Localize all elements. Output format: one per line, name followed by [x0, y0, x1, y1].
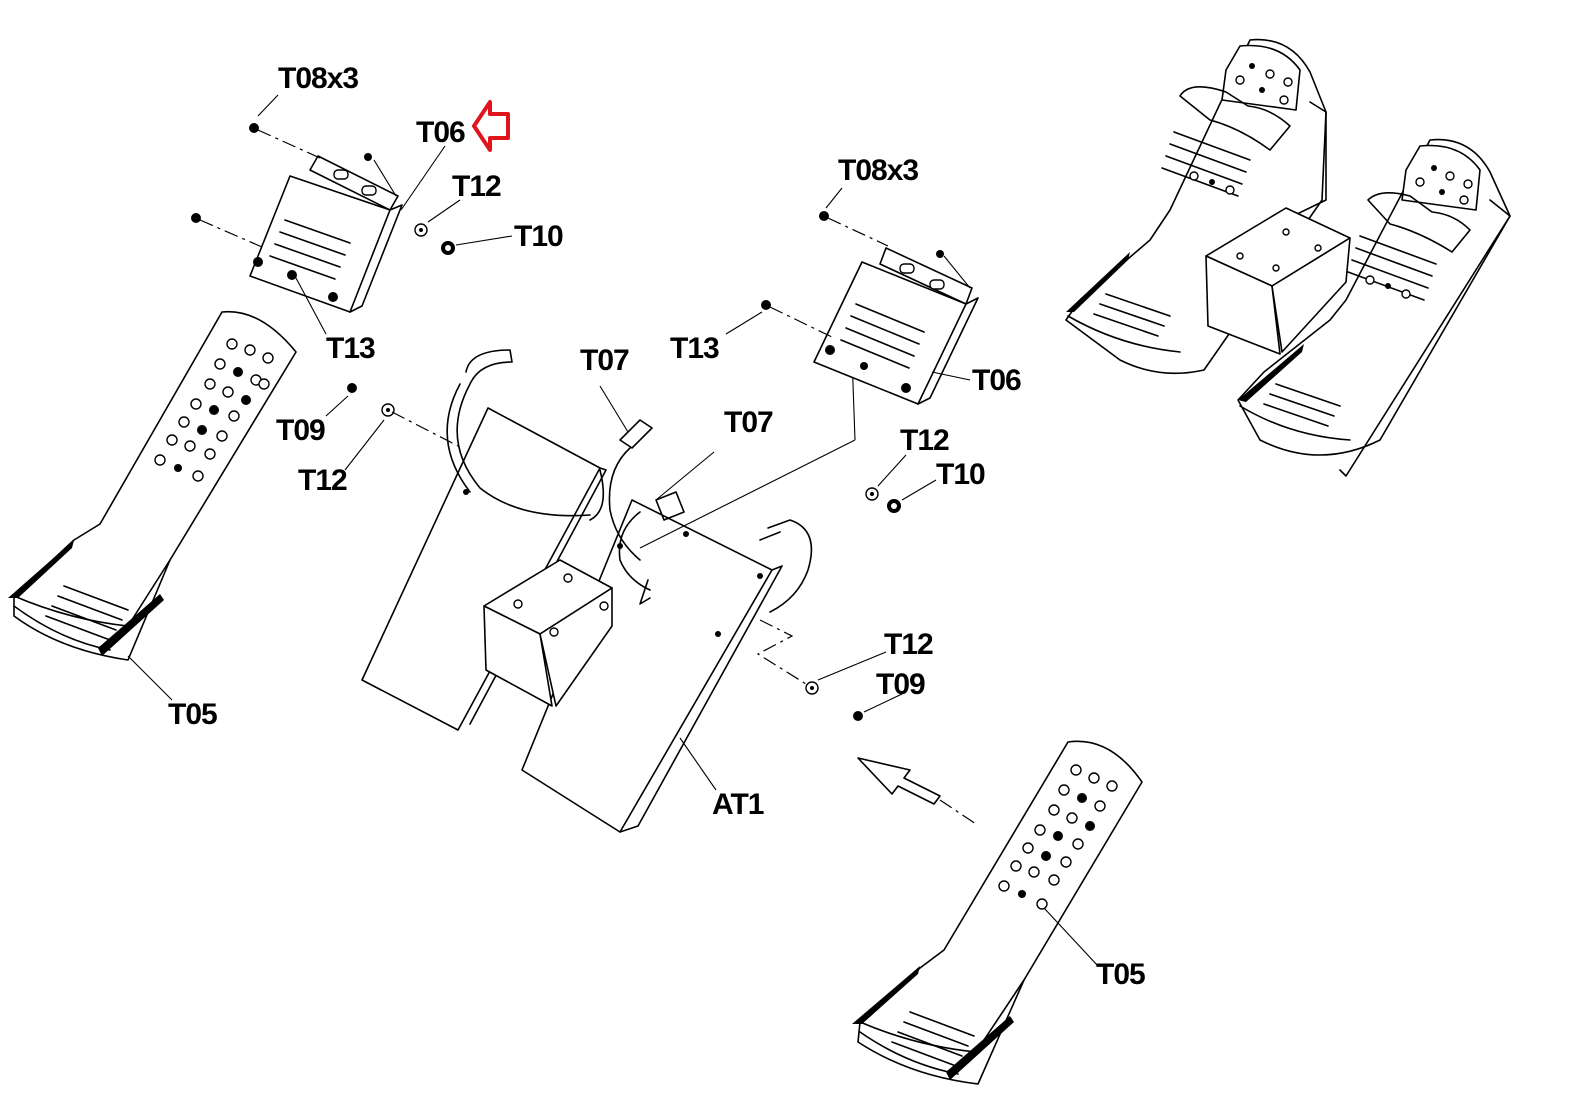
label-t08x3-left: T08x3	[278, 62, 358, 95]
strap-t07	[599, 385, 715, 501]
label-t07-upper: T07	[580, 344, 629, 377]
label-t09-right: T09	[876, 668, 925, 701]
label-t09-left: T09	[276, 414, 325, 447]
fastener-t09-t12-left	[325, 383, 463, 471]
label-t08x3-right: T08x3	[838, 154, 918, 187]
bracket-t06-left	[249, 155, 403, 313]
assembly-direction-arrow	[857, 757, 977, 825]
fastener-t12-t10-right	[865, 454, 937, 513]
label-t06-right: T06	[972, 364, 1021, 397]
assembled-pedals-view	[1065, 38, 1511, 477]
label-t07-lower: T07	[724, 406, 773, 439]
bracket-t06-right	[725, 187, 979, 405]
fastener-t12-t09-right	[756, 619, 903, 721]
label-t12-right-top: T12	[900, 424, 949, 457]
label-t10-right: T10	[936, 458, 985, 491]
label-t05-right: T05	[1096, 958, 1145, 991]
label-t12-left-mid: T12	[298, 464, 347, 497]
screw-t08-left	[191, 94, 397, 248]
label-t12-right-bottom: T12	[884, 628, 933, 661]
red-highlight-arrow-icon	[472, 100, 510, 152]
label-t13-left: T13	[326, 332, 375, 365]
label-t13-right: T13	[670, 332, 719, 365]
label-t06-left: T06	[416, 116, 465, 149]
base-frame-at1	[361, 349, 856, 833]
label-t05-left: T05	[168, 698, 217, 731]
footplate-t05-right	[852, 740, 1143, 1085]
label-t10-left: T10	[514, 220, 563, 253]
footplate-t05-left	[8, 310, 297, 701]
washer-nut-t12-t10-left	[287, 145, 513, 335]
label-at1: AT1	[712, 788, 764, 821]
label-t12-left-top: T12	[452, 170, 501, 203]
